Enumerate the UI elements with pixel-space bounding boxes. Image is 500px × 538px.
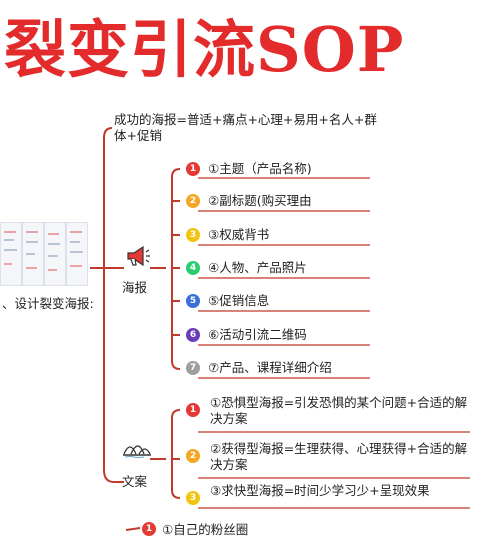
poster-item-badge: 7 [186,361,200,375]
bottom-item-text: ①自己的粉丝圈 [162,522,249,537]
poster-item-badge: 2 [186,194,200,208]
poster-item-text: ③权威背书 [208,227,270,242]
page-title: 裂变引流SOP [4,13,405,86]
poster-thumbnail [66,222,88,286]
poster-item-text: ①主题（产品名称) [208,161,312,176]
poster-item-badge: 5 [186,294,200,308]
poster-item-text: ⑤促销信息 [208,293,270,308]
poster-item-badge: 6 [186,328,200,342]
poster-thumbnail [22,222,44,286]
copy-item-text: ③求快型海报=时间少学习少+呈现效果 [210,483,430,498]
copy-item-badge: 2 [186,449,200,463]
bottom-item-badge: 1 [142,522,156,536]
root-label: 、设计裂变海报: [2,296,94,311]
copy-item-badge: 1 [186,403,200,417]
top-note: 成功的海报=普适+痛点+心理+易用+名人+群体+促销 [114,112,377,143]
megaphone-icon [125,244,151,272]
poster-thumbnail [0,222,22,286]
copy-node-label: 文案 [122,474,148,489]
opera-house-icon [122,436,152,462]
copy-item-text: ①恐惧型海报=引发恐惧的某个问题+合适的解决方案 [210,395,468,426]
poster-thumbnail [44,222,66,286]
poster-item-text: ⑦产品、课程详细介绍 [208,360,332,375]
poster-item-text: ⑥活动引流二维码 [208,327,307,342]
poster-item-badge: 1 [186,162,200,176]
poster-node-label: 海报 [122,280,148,295]
poster-item-badge: 3 [186,228,200,242]
poster-item-badge: 4 [186,261,200,275]
poster-item-text: ②副标题(购买理由 [208,193,312,208]
copy-item-text: ②获得型海报=生理获得、心理获得+合适的解决方案 [210,441,468,472]
copy-item-badge: 3 [186,491,200,505]
poster-item-text: ④人物、产品照片 [208,260,307,275]
